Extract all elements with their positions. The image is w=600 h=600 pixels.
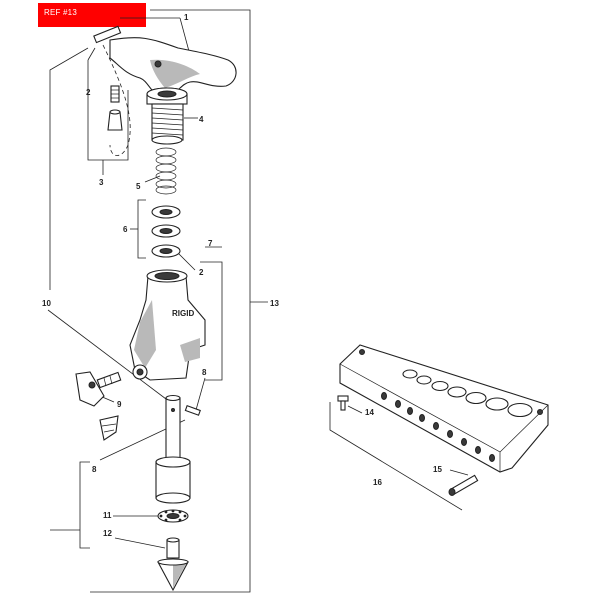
body-brand-mark: RIGID <box>172 309 194 318</box>
clamp-screw <box>75 371 122 441</box>
callout-8-lower: 8 <box>92 465 97 474</box>
callout-2-lower: 2 <box>199 268 204 277</box>
reference-label: REF #13 <box>44 8 77 17</box>
feed-screw <box>146 87 188 145</box>
callout-8-upper: 8 <box>202 368 207 377</box>
detent-assembly <box>102 44 131 156</box>
t-handle <box>93 25 237 97</box>
callout-3: 3 <box>99 178 104 187</box>
callout-13: 13 <box>270 299 279 308</box>
leader-lines <box>47 9 469 593</box>
bar-screw <box>337 395 349 411</box>
callout-15: 15 <box>433 465 442 474</box>
callout-11: 11 <box>103 511 112 520</box>
thrust-bearing <box>157 509 189 523</box>
callout-numbers: 1 2 3 4 5 6 7 2 13 10 9 8 8 11 12 14 15 … <box>42 13 442 538</box>
callout-1: 1 <box>184 13 189 22</box>
bar-flare-cups <box>402 369 533 418</box>
bearing-washers <box>151 205 181 258</box>
flaring-bar <box>339 344 549 473</box>
callout-16: 16 <box>373 478 382 487</box>
callout-5: 5 <box>136 182 141 191</box>
tool-body: RIGID <box>129 269 206 381</box>
cone-shaft <box>155 394 201 504</box>
callout-4: 4 <box>199 115 204 124</box>
bar-pin <box>448 474 479 496</box>
bar-holes <box>381 392 495 462</box>
callout-12: 12 <box>103 529 112 538</box>
callout-7: 7 <box>208 239 213 248</box>
flaring-cone <box>157 537 189 592</box>
compression-spring <box>155 147 177 195</box>
callout-14: 14 <box>365 408 374 417</box>
reference-banner: REF #13 <box>38 3 146 27</box>
callout-10: 10 <box>42 299 51 308</box>
callout-9: 9 <box>117 400 122 409</box>
callout-6: 6 <box>123 225 128 234</box>
callout-2-upper: 2 <box>86 88 91 97</box>
